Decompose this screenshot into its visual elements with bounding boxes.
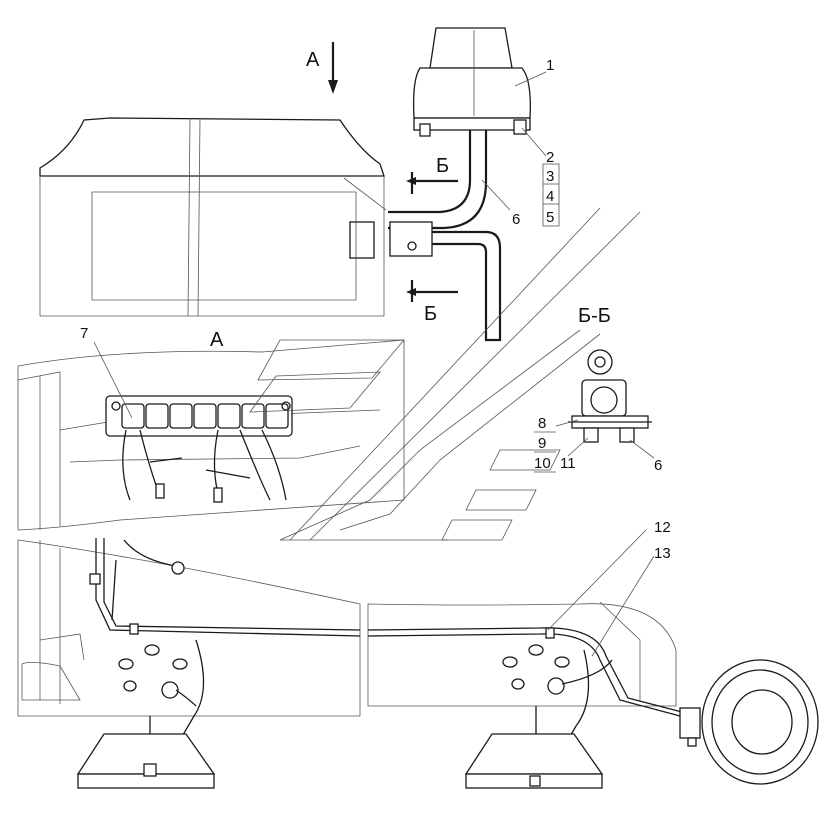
- section-bb-title: Б-Б: [578, 305, 611, 327]
- lamp-bottom-right: [464, 706, 604, 789]
- callout-6-section-label: 6: [654, 457, 662, 474]
- callout-12-13: 12 13: [547, 519, 671, 657]
- section-bb-label: Б-Б: [578, 305, 611, 327]
- view-arrow-a-label: А: [306, 49, 320, 71]
- callout-9-label: 9: [538, 435, 546, 452]
- callout-6-section: 6: [629, 439, 662, 474]
- leader-ribbons: [249, 207, 641, 541]
- beacon-lamp: [412, 27, 531, 137]
- bottom-left-body: [17, 538, 361, 741]
- callout-6-top: 6: [481, 179, 520, 228]
- bottom-right-body: [367, 601, 683, 741]
- callout-11-label: 11: [560, 455, 576, 472]
- view-a-label: А: [210, 329, 224, 351]
- callout-8-11: 8 9 10 11: [534, 415, 589, 473]
- callout-1-label: 1: [546, 57, 554, 74]
- view-a-title: А: [210, 329, 224, 351]
- callout-3-label: 3: [546, 168, 554, 185]
- section-bb-detail: [568, 349, 652, 443]
- section-bottom-label: Б: [424, 303, 437, 325]
- section-mark-top: Б: [406, 155, 458, 194]
- callout-7-label: 7: [80, 325, 88, 342]
- callout-2-label: 2: [546, 149, 554, 166]
- callout-8-label: 8: [538, 415, 546, 432]
- callout-7: 7: [80, 325, 133, 419]
- callout-12-label: 12: [654, 519, 671, 536]
- view-arrow-a: А: [306, 42, 338, 94]
- cab-roof-outline: [39, 117, 387, 317]
- lamp-bottom-left: [76, 716, 216, 789]
- view-a-panel: [17, 339, 405, 531]
- callout-10-label: 10: [534, 455, 551, 472]
- callout-6-top-label: 6: [512, 211, 520, 228]
- callout-5-label: 5: [546, 209, 554, 226]
- section-top-label: Б: [436, 155, 449, 177]
- section-mark-bottom: Б: [406, 280, 458, 325]
- callout-4-label: 4: [546, 188, 554, 205]
- callout-1: 1: [514, 57, 554, 87]
- callout-13-label: 13: [654, 545, 671, 562]
- callout-2-5: 2 3 4 5: [521, 127, 560, 227]
- round-lamp-right: [679, 659, 819, 785]
